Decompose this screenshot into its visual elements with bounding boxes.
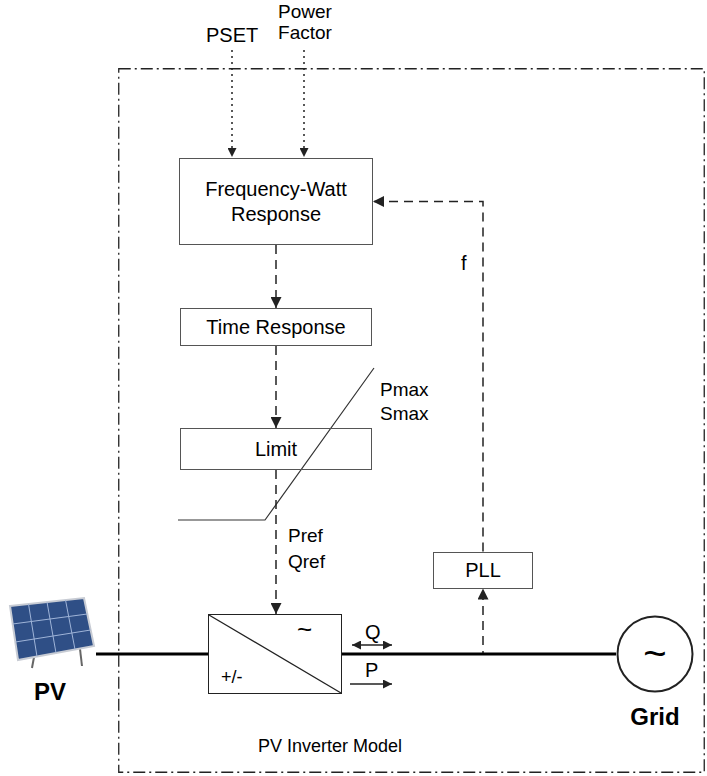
signal-arrow [342,589,483,655]
signal-arrow [275,346,277,428]
ac-symbol: ~ [297,615,312,645]
limit-label: Pmax [380,380,429,401]
reactive-power-arrow [352,644,392,645]
process-box: Time Response [180,308,372,346]
process-box: Frequency-Watt Response [179,158,373,245]
pv-panel-illustration [10,598,94,668]
dc-symbol: +/- [221,667,243,688]
panel-grid [15,630,90,642]
signal-label: Qref [288,552,325,573]
panel-leg [32,657,34,668]
panel-grid [13,614,88,624]
signal-arrow [275,470,277,614]
panel-surface [10,598,94,660]
process-box: Limit [180,428,372,470]
input-label: Power Factor [268,2,342,44]
setpoint-input-arrow [231,50,233,157]
source-name: PV [4,678,96,706]
panel-grid [66,600,76,650]
power-line [96,653,208,656]
input-label: PSET [206,24,258,46]
panel-grid [47,602,56,653]
power-line [342,653,616,656]
panel-grid [29,604,38,657]
power-label: Q [365,621,381,643]
block-title: Time Response [206,315,345,340]
signal-name: f [459,252,469,275]
boundary-line [119,69,705,773]
active-power-arrow [350,683,392,684]
model-title: PV Inverter Model [258,736,402,757]
block-title: Frequency-Watt Response [188,177,364,227]
inverter-box: ~ +/- [208,614,342,694]
process-box: PLL [433,552,533,589]
block-title: PLL [465,558,501,583]
ac-symbol: ~ [616,629,694,677]
grid-source: ~Grid [616,615,694,693]
source-name: Grid [596,703,707,731]
setpoint-input-arrow [303,50,305,157]
pv-array: PV [4,596,96,668]
limit-label: Smax [380,404,429,425]
signal-arrow [373,202,483,552]
power-label: P [365,659,378,681]
panel-leg [80,649,82,666]
converter-diagonal [209,615,341,693]
signal-arrow [275,245,277,308]
saturation-curve [178,368,374,520]
signal-label: Pref [288,526,323,547]
block-title: Limit [255,437,297,462]
